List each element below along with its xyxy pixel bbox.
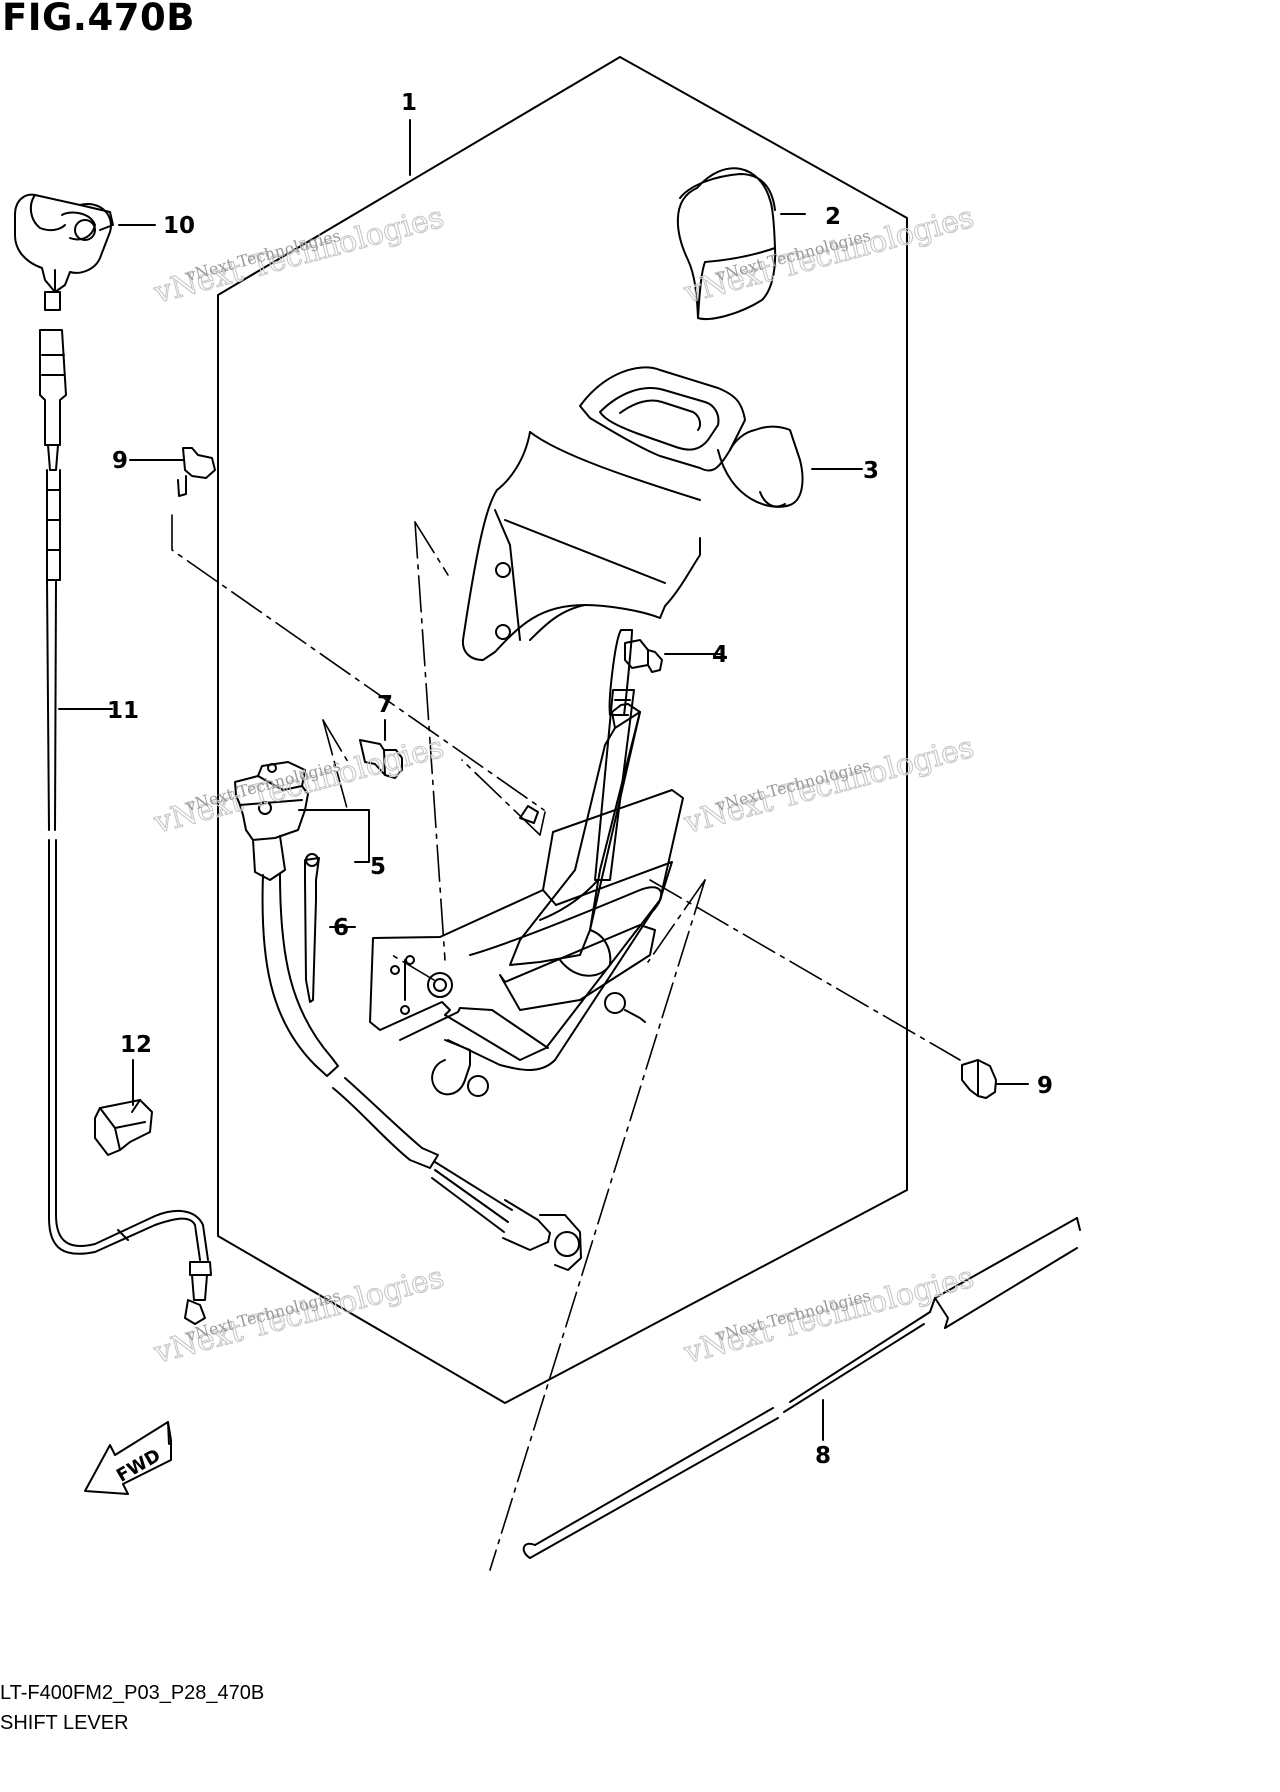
lever-rod [539, 629, 635, 921]
alignment-lines [171, 514, 961, 1571]
bolt-7 [359, 739, 403, 779]
bolt-9-right [961, 1059, 997, 1099]
gate-cover-part [461, 366, 804, 661]
callout-4: 4 [712, 642, 728, 668]
callout-2: 2 [825, 204, 841, 230]
leader-lines [58, 119, 1029, 1441]
callout-10: 10 [163, 213, 195, 239]
clamp-part [94, 1099, 153, 1156]
callout-11: 11 [107, 698, 139, 724]
assembly-outline [217, 56, 908, 1404]
knob-part [676, 167, 777, 320]
callout-6: 6 [333, 915, 349, 941]
cable-tie [304, 853, 320, 1003]
lever-base [369, 703, 684, 1097]
bolt-4 [624, 639, 663, 673]
switch-harness [261, 873, 582, 1271]
fwd-arrow [84, 1421, 172, 1495]
callout-9-right: 9 [1037, 1073, 1053, 1099]
watermark-mid-left: vNext Technologies vNext Technologies [149, 729, 448, 841]
sensor-part [14, 193, 114, 293]
bolt-9-left [177, 447, 216, 497]
figure-title: FIG.470B [2, 0, 195, 39]
callout-7: 7 [377, 692, 393, 718]
callout-9-left: 9 [112, 448, 128, 474]
watermark-bottom-right: vNext Technologies vNext Technologies [679, 1259, 978, 1371]
watermark-mid-right: vNext Technologies vNext Technologies [679, 729, 978, 841]
callout-3: 3 [863, 458, 879, 484]
figure-code: LT-F400FM2_P03_P28_470B [0, 1682, 265, 1704]
switch-part [234, 761, 309, 881]
figure-name: SHIFT LEVER [0, 1712, 129, 1734]
callout-12: 12 [120, 1032, 152, 1058]
callout-1: 1 [401, 90, 417, 116]
callout-5: 5 [370, 854, 386, 880]
shift-cable [39, 291, 212, 1325]
callout-8: 8 [815, 1443, 831, 1469]
long-cable [522, 1217, 1081, 1559]
